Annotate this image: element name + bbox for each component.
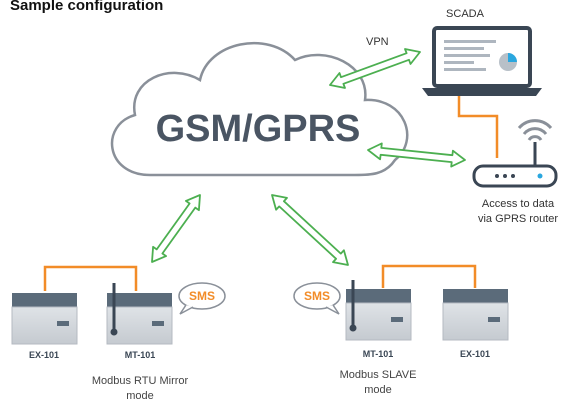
- scada-label: SCADA: [446, 8, 485, 20]
- right-mode-line1: Modbus SLAVE: [340, 369, 417, 381]
- laptop-router-cable: [457, 96, 499, 158]
- arrow-cloud-right: [271, 194, 349, 266]
- ex101-device-left: [11, 293, 78, 345]
- sms-bubble-icon-right: [293, 282, 341, 315]
- ex101-device-right: [442, 289, 509, 341]
- router-caption-line1: Access to data: [482, 198, 555, 210]
- left-sms-label: SMS: [189, 289, 215, 303]
- right-ex101-label: EX-101: [460, 349, 490, 359]
- sms-bubble-icon-left: [178, 282, 226, 315]
- right-group-cable: [381, 264, 477, 288]
- left-mt101-label: MT-101: [125, 350, 156, 360]
- right-group: MT-101 EX-101 SMS Modbus SLAVE mode: [293, 264, 509, 396]
- laptop-icon: [422, 26, 542, 96]
- arrow-cloud-router: [367, 142, 466, 168]
- router-caption-line2: via GPRS router: [478, 213, 558, 225]
- wifi-icon: [517, 119, 553, 141]
- cloud-label: GSM/GPRS: [156, 108, 361, 150]
- left-mode-line2: mode: [126, 390, 154, 402]
- arrow-cloud-left: [151, 194, 201, 263]
- page-title: Sample configuration: [10, 0, 163, 14]
- vpn-label: VPN: [366, 36, 389, 48]
- right-mt101-label: MT-101: [363, 349, 394, 359]
- mt101-device-right: [345, 280, 412, 341]
- left-ex101-label: EX-101: [29, 350, 59, 360]
- left-group: EX-101 MT-101 SMS Modbus RTU Mirror mode: [11, 265, 226, 402]
- connection-arrows: [151, 48, 466, 266]
- right-mode-line2: mode: [364, 384, 392, 396]
- left-group-cable: [43, 265, 138, 291]
- router-icon: [472, 142, 558, 188]
- right-sms-label: SMS: [304, 289, 330, 303]
- arrow-cloud-scada: [329, 48, 421, 89]
- left-mode-line1: Modbus RTU Mirror: [92, 375, 189, 387]
- mt101-device-left: [106, 283, 173, 345]
